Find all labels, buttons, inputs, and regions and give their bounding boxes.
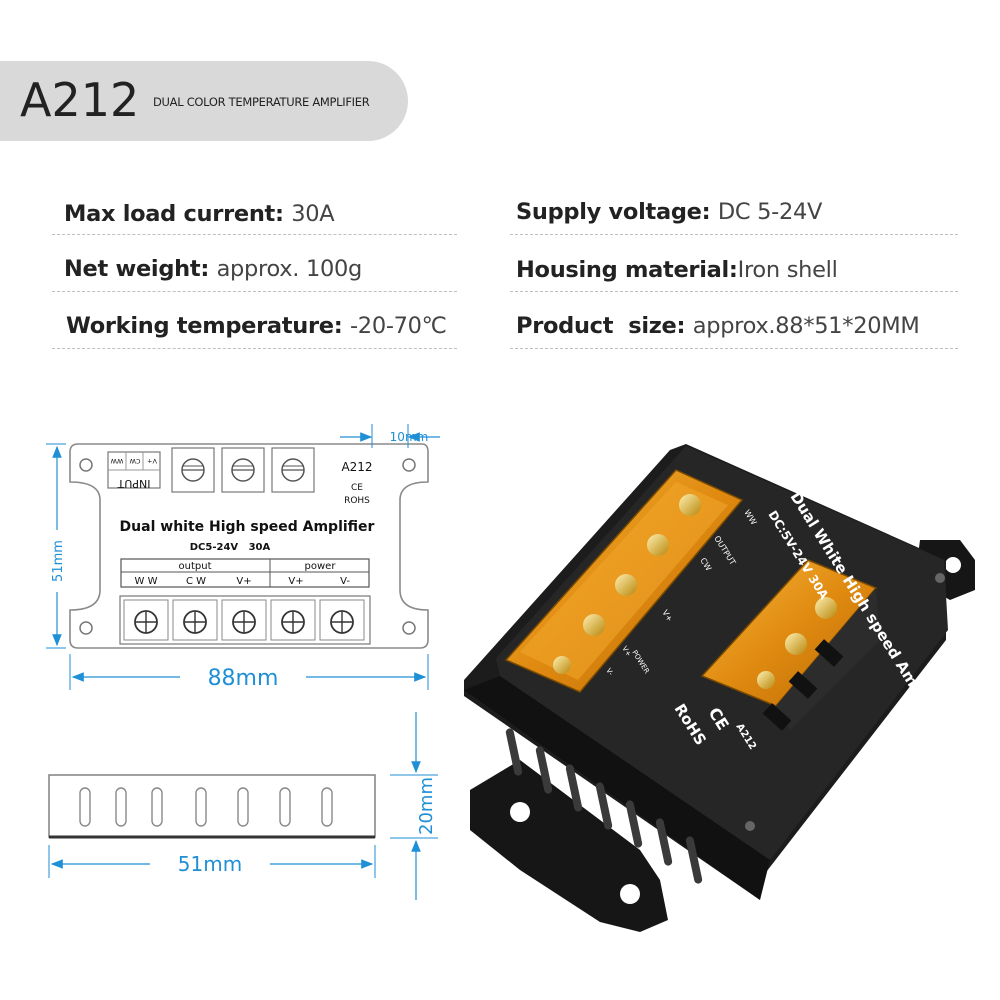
- front-ce-mark: CE: [351, 483, 363, 493]
- header-banner: [0, 61, 408, 141]
- input-terminal-cover: [700, 559, 880, 731]
- terminal-label: C W: [186, 576, 206, 587]
- screw: [935, 573, 945, 583]
- divider: [52, 348, 457, 349]
- lid-power-terminal: V-: [604, 667, 615, 677]
- front-model-mark: A212: [341, 460, 372, 474]
- spec-value: approx. 100g: [216, 256, 363, 282]
- divider: [52, 291, 457, 292]
- input-terminal-block: [171, 447, 315, 493]
- spec-separator: :: [333, 313, 350, 339]
- terminal-label: V-: [340, 576, 350, 587]
- side-view-drawing: [48, 774, 376, 839]
- power-group-label: power: [305, 561, 337, 572]
- input-terminal-label: CW: [129, 457, 141, 465]
- product-photo: Dual White High speed Amplifier DC:5V-24…: [464, 444, 975, 932]
- spec-label: Supply voltage: [516, 199, 702, 225]
- spec-value: approx.88*51*20MM: [692, 313, 920, 339]
- divider: [510, 291, 958, 292]
- flange-hole: [945, 557, 961, 573]
- front-view-drawing: INPUT V+ CW WW A212 CE ROHS Dual white H…: [69, 443, 429, 649]
- spec-product-size: Product size: approx.88*51*20MM: [516, 313, 920, 339]
- spec-max-load-current: Max load current: 30A: [64, 201, 335, 227]
- output-terminal-block: [119, 595, 371, 645]
- spec-value: DC 5-24V: [717, 199, 823, 225]
- mount-hole: [79, 458, 93, 472]
- divider: [510, 234, 958, 235]
- dim-length: 88mm: [208, 666, 279, 691]
- terminal-label: W W: [135, 576, 158, 587]
- mount-hole: [79, 621, 93, 635]
- flange-hole: [510, 802, 530, 822]
- terminal-label: V+: [236, 576, 251, 587]
- input-terminal-label: WW: [110, 457, 123, 465]
- screw: [745, 821, 755, 831]
- lid-input-terminal: CW: [896, 509, 909, 523]
- spec-value: -20-70℃: [349, 313, 447, 339]
- spec-value: 30A: [291, 201, 335, 227]
- spec-label: Product size: [516, 313, 677, 339]
- spec-separator: :: [701, 199, 718, 225]
- spec-housing-material: Housing material:Iron shell: [516, 257, 838, 283]
- dim-thickness: 20mm: [416, 777, 437, 835]
- product-subtitle: DUAL COLOR TEMPERATURE AMPLIFIER: [153, 95, 370, 109]
- input-label: INPUT: [117, 477, 150, 490]
- front-title: Dual white High speed Amplifier: [120, 519, 375, 535]
- mount-hole: [402, 621, 416, 635]
- output-terminal-cover: [504, 469, 744, 693]
- spec-separator: :: [728, 257, 738, 283]
- spec-label: Working temperature: [66, 313, 334, 339]
- side-dimension-lines: 20mm 51mm: [48, 712, 438, 900]
- output-group-label: output: [179, 561, 212, 572]
- spec-label: Max load current: [64, 201, 275, 227]
- front-rating: DC5-24V 30A: [190, 542, 271, 553]
- dim-side-width: 51mm: [178, 852, 242, 876]
- spec-value: Iron shell: [737, 257, 838, 283]
- front-rohs-mark: ROHS: [344, 496, 370, 506]
- spec-separator: :: [676, 313, 693, 339]
- divider: [52, 234, 457, 235]
- spec-supply-voltage: Supply voltage: DC 5-24V: [516, 199, 822, 225]
- mount-hole: [402, 458, 416, 472]
- spec-label: Housing material: [516, 257, 729, 283]
- input-terminal-label: V+: [147, 457, 157, 465]
- spec-label: Net weight: [64, 256, 201, 282]
- dim-height: 51mm: [51, 540, 66, 582]
- flange-hole: [620, 884, 640, 904]
- lid-input-terminal: WW: [906, 497, 920, 513]
- model-number: A212: [20, 73, 140, 127]
- terminal-label-table: [120, 558, 370, 588]
- lid-input-terminal: V+: [886, 521, 899, 534]
- spec-net-weight: Net weight: approx. 100g: [64, 256, 362, 282]
- spec-separator: :: [275, 201, 292, 227]
- divider: [510, 348, 958, 349]
- spec-working-temperature: Working temperature: -20-70℃: [66, 313, 447, 339]
- vent-slots: [505, 728, 703, 884]
- spec-separator: :: [200, 256, 217, 282]
- terminal-label: V+: [288, 576, 303, 587]
- dim-clearance: 10mm: [390, 430, 429, 444]
- dimension-lines: 10mm 51mm 88mm: [46, 424, 440, 691]
